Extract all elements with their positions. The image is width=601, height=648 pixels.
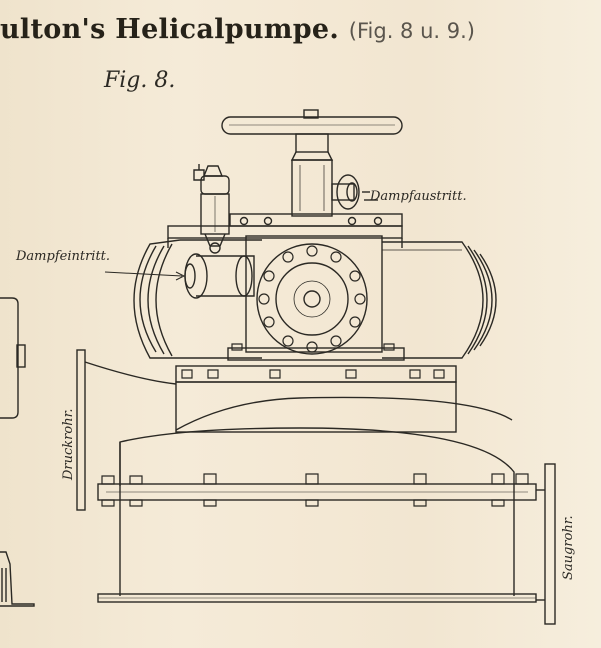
label-suction-pipe: Saugrohr.: [561, 515, 576, 580]
label-steam-outlet: Dampfaustritt.: [369, 189, 467, 204]
steam-chest: [167, 213, 403, 248]
label-pressure-pipe: Druckrohr.: [61, 409, 76, 482]
steam-outlet-nozzle: [331, 174, 378, 210]
plate-title-figure-refs: (Fig. 8 u. 9.): [348, 19, 475, 43]
fig9-fragment: [0, 297, 35, 607]
suction-flange: [536, 463, 556, 625]
receiver-body: [97, 427, 537, 603]
figure-label: Fig. 8.: [104, 68, 176, 93]
handwheel: [221, 116, 403, 135]
casing-bolts: [258, 245, 366, 353]
plate-title: ulton's Helicalpumpe. (Fig. 8 u. 9.): [0, 14, 475, 45]
plate-title-name: ulton's Helicalpumpe.: [0, 14, 340, 45]
pump-base: [175, 343, 457, 433]
left-drum: [133, 239, 262, 359]
valve-bonnet: [290, 109, 334, 217]
steam-inlet-nozzle: [104, 253, 255, 299]
right-drum: [382, 241, 497, 359]
pump-casing: [245, 235, 383, 355]
pressure-pipe: [76, 349, 513, 511]
label-steam-inlet: Dampfeintritt.: [15, 249, 110, 264]
